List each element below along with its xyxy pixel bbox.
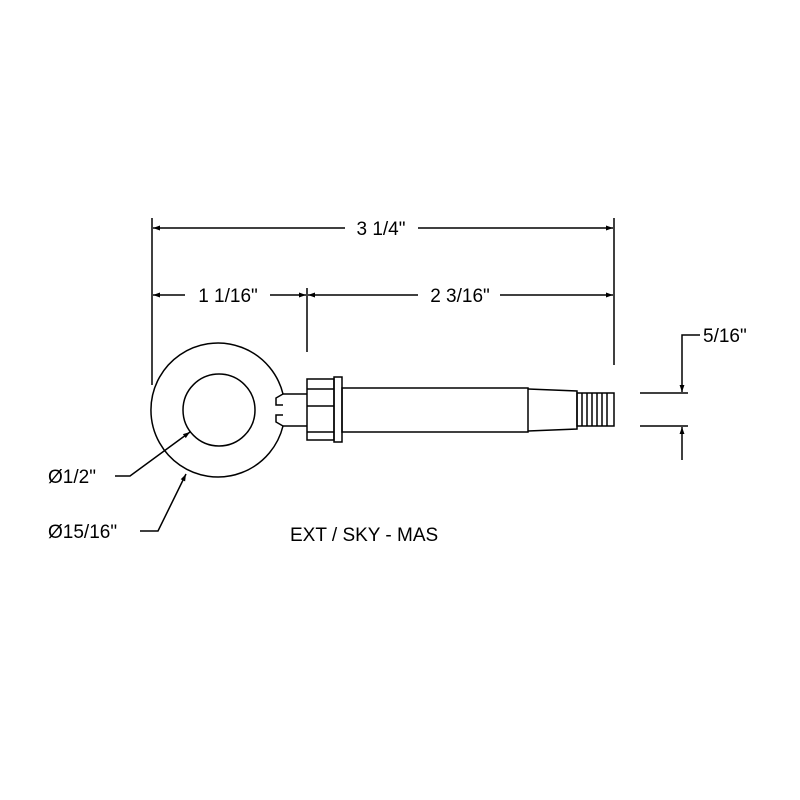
outer-diameter-callout: Ø15/16" xyxy=(48,473,187,543)
inner-diameter-callout: Ø1/2" xyxy=(48,431,191,488)
washer xyxy=(333,376,343,443)
eye-length-label: 1 1/16" xyxy=(198,286,258,307)
nut xyxy=(306,378,335,441)
dimension-overall: 3 1/4" xyxy=(153,219,613,240)
thread-diameter-label: 5/16" xyxy=(703,326,747,347)
thread xyxy=(576,392,615,427)
extension-lines xyxy=(151,218,688,427)
eye-ring-outer xyxy=(150,342,284,478)
caption: EXT / SKY - MAS xyxy=(290,525,438,546)
dimension-thread: 5/16" xyxy=(679,326,747,460)
cone xyxy=(527,388,578,432)
thread-lines xyxy=(581,393,608,426)
inner-diameter-label: Ø1/2" xyxy=(48,467,96,488)
outer-diameter-label: Ø15/16" xyxy=(48,522,117,543)
eye-bolt xyxy=(150,342,615,478)
sleeve xyxy=(341,387,529,433)
eye-ring-inner xyxy=(182,373,256,447)
dimension-shank: 2 3/16" xyxy=(308,286,613,307)
dimension-eye: 1 1/16" xyxy=(153,286,306,307)
overall-length-label: 3 1/4" xyxy=(356,219,405,240)
shank-length-label: 2 3/16" xyxy=(430,286,490,307)
